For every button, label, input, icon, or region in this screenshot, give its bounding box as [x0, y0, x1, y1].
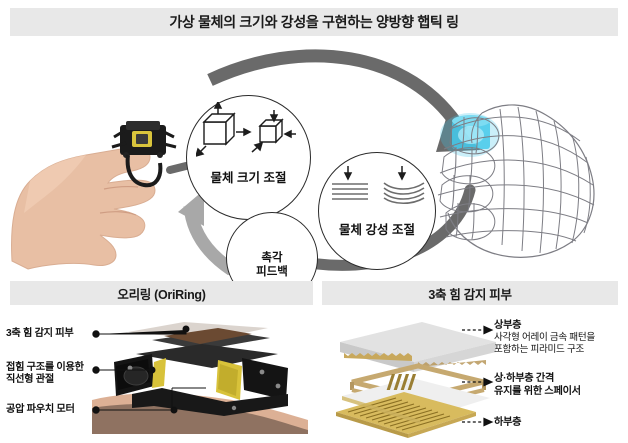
callout-linear-joint-line1: 접힘 구조를 이용한: [6, 362, 84, 373]
callout-linear-joint-line2: 직선형 관절: [6, 374, 54, 386]
callout-top-layer-line2: 포함하는 피라미드 구조: [494, 344, 584, 356]
oriring-detail-panel: 3축 힘 감지 피부 접힘 구조를 이용한 직선형 관절 공압 파우치 모터: [0, 310, 318, 439]
callout-spacer: 상·하부층 간격 유지를 위한 스페이서: [494, 372, 628, 398]
callout-force-skin: 3축 힘 감지 피부: [6, 328, 94, 340]
section-header-oriring: 오리링 (OriRing): [10, 281, 313, 305]
circle-object-size[interactable]: 물체 크기 조절: [186, 95, 311, 220]
force-sensor-detail-panel: 상부층 사각형 어레이 금속 패턴을 포함하는 피라미드 구조 상·하부층 간격…: [322, 310, 628, 439]
oriring-on-finger: [111, 121, 177, 188]
section-header-sensor: 3축 힘 감지 피부: [322, 281, 618, 305]
callout-bottom-layer-heading: 하부층: [494, 417, 522, 428]
circle-feedback-label-line2: 피드백: [256, 266, 288, 278]
page-title: 가상 물체의 크기와 강성을 구현하는 양방향 햅틱 링: [169, 14, 459, 30]
callout-bottom-layer: 하부층: [494, 416, 628, 429]
callout-top-layer: 상부층 사각형 어레이 금속 패턴을 포함하는 피라미드 구조: [494, 319, 628, 357]
sensor-bottom-layer: [336, 374, 490, 438]
circle-object-size-label: 물체 크기 조절: [210, 170, 287, 185]
callout-force-skin-text: 3축 힘 감지 피부: [6, 328, 74, 339]
circle-object-stiffness[interactable]: 물체 강성 조절: [318, 152, 436, 270]
callout-spacer-heading: 상·하부층 간격: [494, 373, 555, 384]
sensor-leader-lines: [462, 325, 494, 427]
main-title-bar: 가상 물체의 크기와 강성을 구현하는 양방향 햅틱 링: [10, 8, 618, 36]
concept-cycle-panel: 물체 크기 조절 물체 강성 조절: [0, 40, 628, 304]
circle-feedback-label-line1: 촉각: [261, 251, 283, 264]
section-title-oriring: 오리링 (OriRing): [117, 287, 206, 302]
callout-pouch-motor-text: 공압 파우치 모터: [6, 404, 75, 415]
wireframe-hand: [430, 95, 620, 275]
callout-linear-joint: 접힘 구조를 이용한 직선형 관절: [6, 362, 92, 387]
callout-top-layer-line1: 사각형 어레이 금속 패턴을: [494, 332, 595, 344]
circle-object-stiffness-label: 물체 강성 조절: [339, 223, 415, 238]
callout-top-layer-heading: 상부층: [494, 320, 522, 331]
callout-pouch-motor: 공압 파우치 모터: [6, 404, 98, 416]
sensor-top-layer: [340, 322, 496, 372]
virtual-object-icon: [440, 113, 500, 157]
hand-photo: [8, 85, 193, 270]
callout-spacer-line1: 유지를 위한 스페이서: [494, 386, 581, 398]
oriring-leader-lines: [92, 325, 206, 414]
section-title-sensor: 3축 힘 감지 피부: [428, 287, 512, 302]
oriring-device-photo: [92, 314, 308, 434]
